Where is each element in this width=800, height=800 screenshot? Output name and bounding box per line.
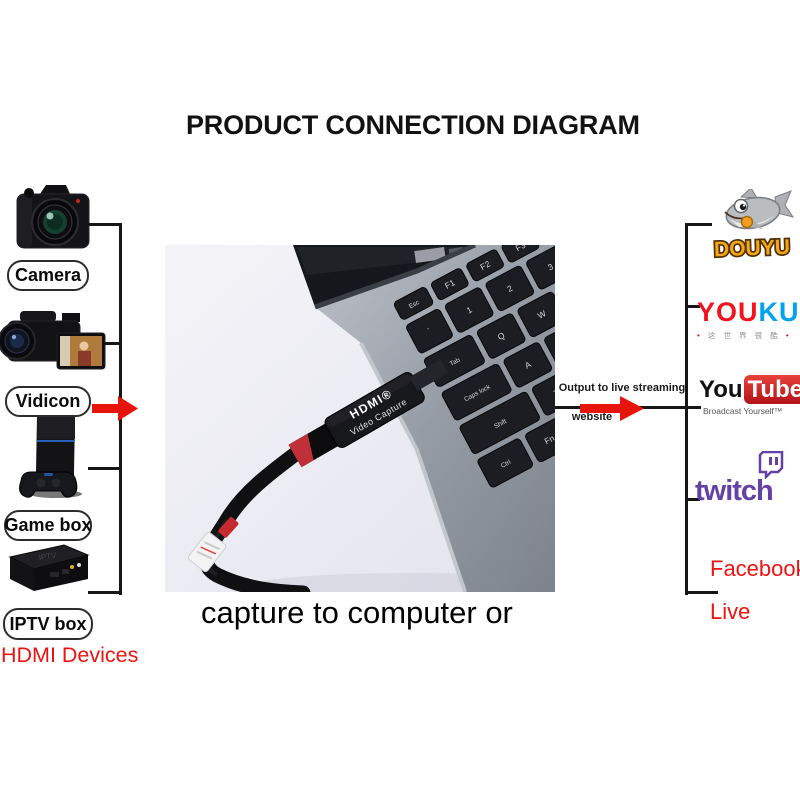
logo-douyu: DOUYU DOUYU xyxy=(712,189,795,263)
logo-twitch: twitch xyxy=(695,451,800,513)
page-title: PRODUCT CONNECTION DIAGRAM xyxy=(186,110,640,140)
svg-text:Z: Z xyxy=(552,387,555,398)
svg-text:Tab: Tab xyxy=(449,357,462,368)
connector-twitch xyxy=(685,498,700,501)
usb-port xyxy=(409,359,449,391)
logo-facebook-live: Facebook Live xyxy=(710,556,800,625)
youku-dot-left: • xyxy=(697,331,703,340)
output-label-line2: website xyxy=(571,411,613,423)
svg-text:1: 1 xyxy=(465,304,474,315)
label-game-box: Game box xyxy=(4,510,92,541)
youku-wordmark-you: YOU xyxy=(697,297,759,327)
game-console-image xyxy=(19,417,82,498)
capture-device: HDMI® Video Capture xyxy=(288,371,425,468)
output-label-line1: Output to live streaming xyxy=(558,382,686,394)
connector-camera xyxy=(88,223,122,226)
youku-tagline: 这 世 界 很 酷 xyxy=(707,331,781,340)
youku-wordmark-ku: KU xyxy=(758,297,800,327)
youtube-wordmark-you: You xyxy=(699,375,743,403)
svg-text:F3: F3 xyxy=(514,245,528,253)
svg-text:3: 3 xyxy=(546,261,555,272)
facebook-live-line1: Facebook xyxy=(710,556,800,581)
connector-iptv-box xyxy=(88,591,122,594)
output-arrow-icon xyxy=(580,396,644,421)
connector-game-box xyxy=(88,467,122,470)
label-iptv-box: IPTV box xyxy=(3,608,93,640)
connector-vidicon xyxy=(105,342,122,345)
svg-text:Ctrl: Ctrl xyxy=(500,459,513,470)
photo-caption: capture to computer or xyxy=(201,595,513,630)
douyu-wordmark: DOUYU xyxy=(714,236,791,262)
twitch-wordmark: twitch xyxy=(695,475,774,507)
logo-youtube: You Tube Broadcast Yourself™ xyxy=(699,375,800,416)
svg-text:Esc: Esc xyxy=(408,299,422,311)
svg-text:F2: F2 xyxy=(478,258,492,272)
twitch-glitch-icon xyxy=(758,451,784,479)
connector-right-vertical xyxy=(685,223,688,595)
laptop-photo: EscF1F2F3F4F5F6`123456TabQWERTCaps lockA… xyxy=(165,245,555,592)
cable-label xyxy=(187,531,227,573)
iptv-engraving: IPTV xyxy=(38,551,58,562)
svg-text:Q: Q xyxy=(496,330,507,342)
youtube-wordmark-tube: Tube xyxy=(743,375,800,404)
connector-youku xyxy=(685,305,700,308)
svg-text:`: ` xyxy=(426,326,433,336)
cable-tie xyxy=(218,517,239,538)
label-vidicon: Vidicon xyxy=(5,386,91,417)
input-arrow-icon xyxy=(92,396,138,421)
svg-text:A: A xyxy=(523,359,533,371)
hdmi-devices-heading: HDMI Devices xyxy=(1,643,139,667)
connector-facebook xyxy=(685,591,718,594)
svg-text:2: 2 xyxy=(505,283,514,294)
camera-image xyxy=(16,185,90,249)
youku-dot-right: • xyxy=(785,331,792,340)
svg-text:Fn: Fn xyxy=(543,433,555,447)
facebook-live-line2: Live xyxy=(710,599,751,624)
svg-text:F1: F1 xyxy=(443,277,457,291)
youtube-tagline: Broadcast Yourself™ xyxy=(703,406,783,416)
iptv-box-image: IPTV xyxy=(8,544,90,591)
svg-text:W: W xyxy=(536,308,548,321)
vidicon-image xyxy=(0,311,106,370)
logo-youku: YOUKU • 这 世 界 很 酷 • xyxy=(697,297,800,341)
connector-douyu xyxy=(685,223,712,226)
douyu-wordmark-outline: DOUYU xyxy=(714,236,791,262)
label-camera: Camera xyxy=(7,260,89,291)
